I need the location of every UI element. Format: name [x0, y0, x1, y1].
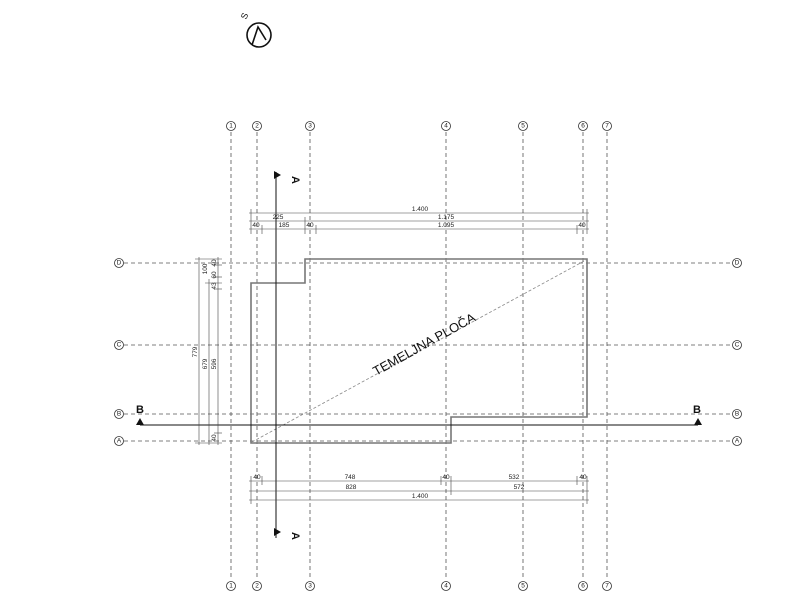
- plate-diagonal: [251, 259, 587, 443]
- axis-label-7: 7: [605, 123, 609, 130]
- dim-572: 572: [514, 484, 525, 491]
- row-axes: [124, 262, 732, 442]
- dim-100: 100: [202, 263, 209, 274]
- axis-label-A: A: [117, 438, 122, 445]
- dim-40-left-bottom: 40: [211, 434, 218, 442]
- dim-60: 60: [211, 271, 218, 279]
- dim-40-mid: 40: [306, 222, 314, 229]
- dim-1175: 1.175: [438, 214, 455, 221]
- plate-label: TEMELJNA PLOČA: [370, 310, 478, 379]
- axis-label-D: D: [735, 260, 740, 267]
- dim-532: 532: [509, 474, 520, 481]
- section-b-label-left: B: [136, 404, 144, 416]
- axis-label-2: 2: [255, 583, 259, 590]
- section-b-markers: B B: [136, 404, 702, 426]
- axis-label-6: 6: [581, 583, 585, 590]
- dim-40-left-top: 40: [211, 259, 218, 267]
- dim-748: 748: [345, 474, 356, 481]
- axis-label-5: 5: [521, 583, 525, 590]
- section-a-label-top: A: [289, 176, 301, 184]
- axis-label-2: 2: [255, 123, 259, 130]
- north-label: S: [239, 11, 251, 21]
- dim-total-bottom: 1.400: [412, 493, 429, 500]
- dim-40-left: 40: [252, 222, 260, 229]
- dim-40-right: 40: [578, 222, 586, 229]
- dim-679: 679: [202, 358, 209, 369]
- dim-1095: 1.095: [438, 222, 455, 229]
- row-bubbles: D D C C B B A A: [114, 258, 742, 446]
- column-bubbles-bottom: 1 2 3 4 5 6 7: [226, 581, 612, 591]
- axis-label-C: C: [117, 342, 122, 349]
- axis-label-D: D: [117, 260, 122, 267]
- axis-label-B: B: [735, 411, 739, 418]
- axis-label-4: 4: [444, 583, 448, 590]
- left-dimensions: 779 679 596 100 43 60 40 40: [192, 257, 222, 445]
- axis-label-B: B: [117, 411, 121, 418]
- dim-40-bottom-right: 40: [579, 474, 587, 481]
- section-a-label-bottom: A: [289, 532, 301, 540]
- axis-label-1: 1: [229, 583, 233, 590]
- dim-779: 779: [192, 346, 199, 357]
- bottom-dimensions: 40 748 40 532 40 828 572 1.400: [249, 474, 589, 504]
- north-arrow-icon: S: [239, 11, 272, 48]
- axis-label-3: 3: [308, 583, 312, 590]
- dim-225: 225: [273, 214, 284, 221]
- axis-label-C: C: [735, 342, 740, 349]
- dim-43: 43: [211, 282, 218, 290]
- section-a-markers: A A: [274, 171, 301, 540]
- axis-label-4: 4: [444, 123, 448, 130]
- section-b-label-right: B: [693, 404, 701, 416]
- column-bubbles-top: 1 2 3 4 5 6 7: [226, 121, 612, 131]
- foundation-plate-outline: [250, 258, 588, 444]
- dim-828: 828: [346, 484, 357, 491]
- dim-185: 185: [279, 222, 290, 229]
- axis-label-7: 7: [605, 583, 609, 590]
- axis-label-6: 6: [581, 123, 585, 130]
- column-axes: [230, 132, 608, 580]
- dim-596: 596: [211, 358, 218, 369]
- axis-label-3: 3: [308, 123, 312, 130]
- dim-40-bottom-mid: 40: [442, 474, 450, 481]
- axis-label-5: 5: [521, 123, 525, 130]
- axis-label-A: A: [735, 438, 740, 445]
- axis-label-1: 1: [229, 123, 233, 130]
- top-dimensions: 1.400 1.175 225 40 185 40 1.095 40: [249, 206, 589, 234]
- dim-total-top: 1.400: [412, 206, 429, 213]
- dim-40-bottom-left: 40: [253, 474, 261, 481]
